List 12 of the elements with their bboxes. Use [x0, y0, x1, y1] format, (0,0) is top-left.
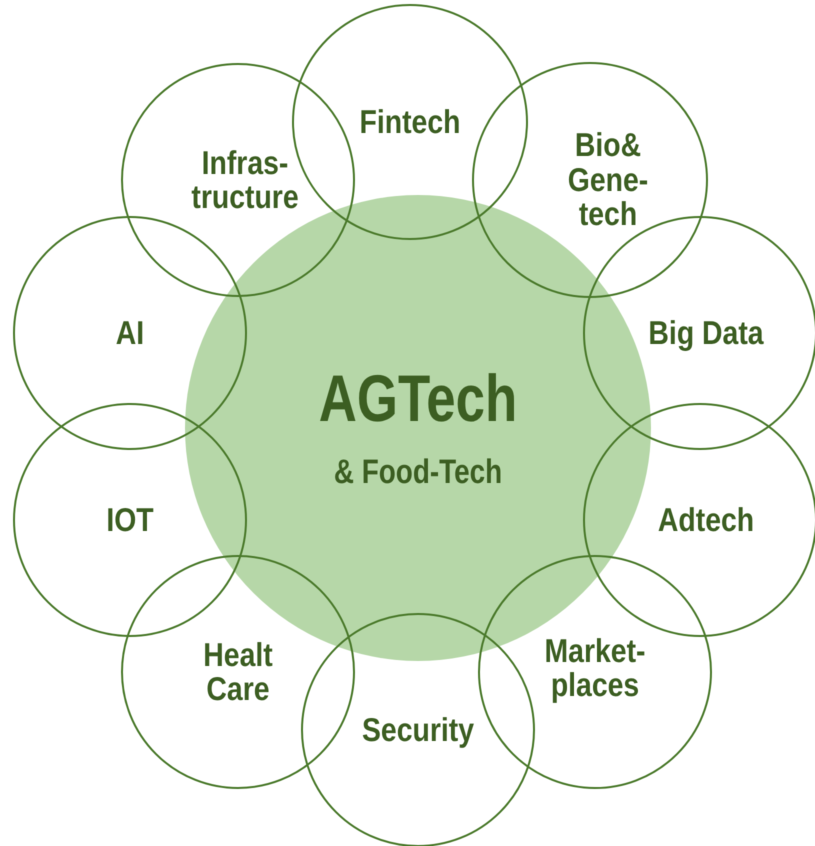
topic-label: Security	[361, 712, 475, 748]
topic-label: Infras- tructure	[190, 146, 300, 215]
topic-label: IOT	[105, 502, 155, 538]
topic-label: Fintech	[358, 104, 462, 140]
topic-label: Adtech	[656, 502, 756, 538]
topic-label: Market- places	[544, 634, 646, 703]
topic-label: Healt Care	[202, 638, 274, 707]
topic-label: Big Data	[647, 316, 765, 350]
topic-label: Bio& Gene-tech	[566, 128, 650, 232]
hub-title: AGTech	[318, 364, 518, 433]
topic-label: AI	[114, 316, 146, 350]
hub-subtitle: & Food-Tech	[332, 455, 504, 491]
